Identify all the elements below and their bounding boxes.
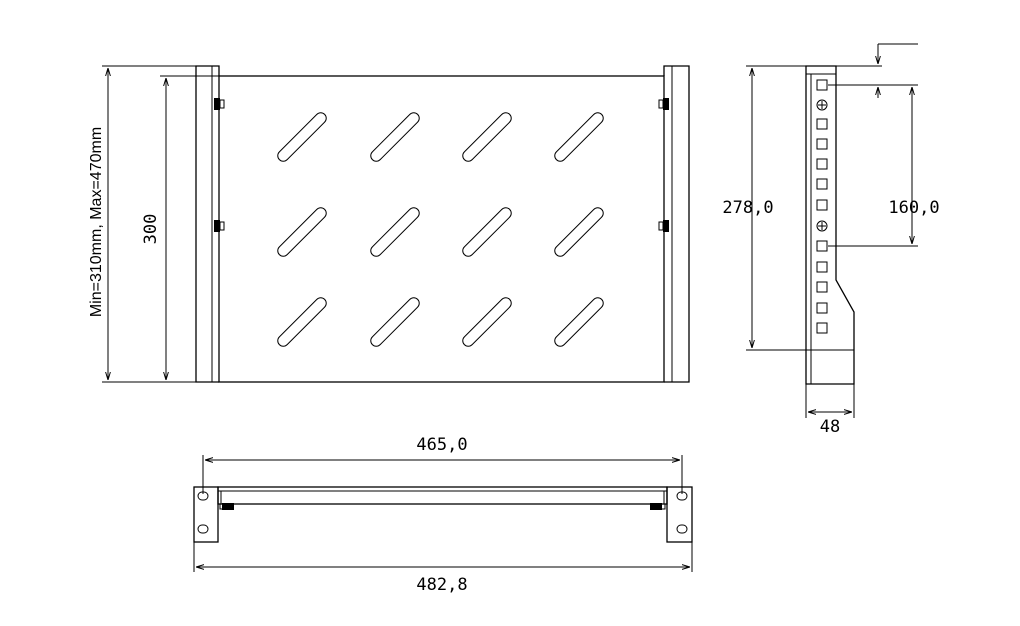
inner-width-label: 465,0 [416,435,467,455]
vent-slot [462,207,512,257]
square-hole [816,178,828,190]
depth-range-label: Min=310mm, Max=470mm [88,127,105,317]
vent-slot [370,207,420,257]
dimension-inner-width: 465,0 [202,435,683,494]
square-hole [816,302,828,314]
square-hole [816,79,828,91]
vent-slot [554,112,604,162]
square-hole [816,281,828,293]
dimension-hole-pitch: 160,0 [828,84,940,247]
vent-slot [370,112,420,162]
side-height-label: 278,0 [722,198,773,218]
vent-slot [277,297,327,347]
cage-nut-screws [816,99,828,232]
ventilation-slots [277,112,604,347]
dimension-shelf-depth: 300 [141,75,219,383]
front-view: 465,0 482,8 [193,435,693,595]
square-hole [816,322,828,334]
dimension-outer-width: 482,8 [193,542,693,595]
outer-width-label: 482,8 [416,575,467,595]
rail-profile [805,65,855,385]
mounting-screws [214,98,669,232]
shelf-plate [218,75,665,383]
side-view: 278,0 160,0 48 [722,43,940,437]
dimension-top-offset [836,43,918,98]
hole-pitch-label: 160,0 [888,198,939,218]
dimension-side-height: 278,0 [722,65,806,351]
vent-slot [277,207,327,257]
vent-slot [370,297,420,347]
square-hole [816,158,828,170]
square-hole [816,138,828,150]
side-width-label: 48 [820,417,840,437]
vent-slot [462,112,512,162]
top-view: 300 Min=310mm, Max=470mm [88,65,690,383]
dimension-side-width: 48 [805,384,855,437]
vent-slot [554,207,604,257]
square-hole [816,240,828,252]
shelf-depth-label: 300 [141,214,161,245]
square-hole [816,199,828,211]
square-hole [816,118,828,130]
vent-slot [462,297,512,347]
right-mounting-ear [666,486,693,543]
dimension-depth-range: Min=310mm, Max=470mm [88,65,196,383]
shelf-front-profile [217,486,668,505]
vent-slot [277,112,327,162]
rack-holes [816,79,828,334]
square-hole [816,261,828,273]
left-mounting-ear [193,486,219,543]
vent-slot [554,297,604,347]
